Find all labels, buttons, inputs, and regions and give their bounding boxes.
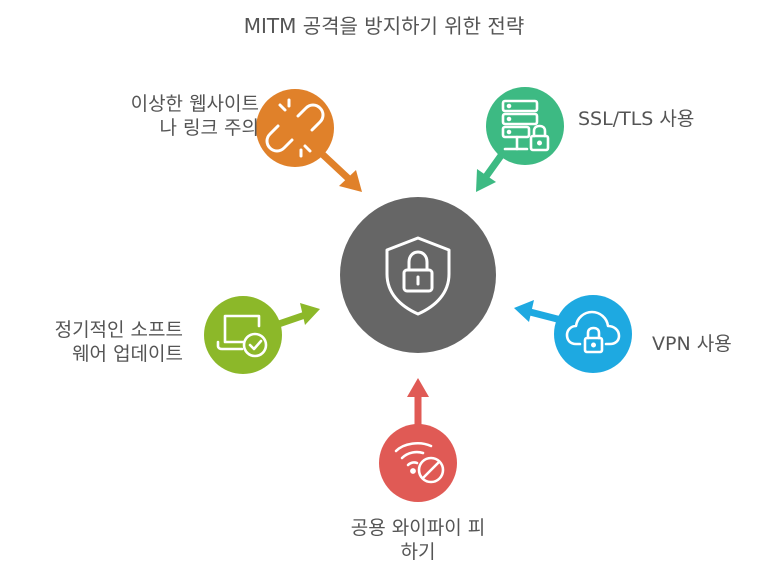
label-suspicious-links: 이상한 웹사이트 나 링크 주의 xyxy=(130,93,259,139)
shield-lock-icon xyxy=(385,236,451,316)
diagram-title: MITM 공격을 방지하기 위한 전략 xyxy=(243,14,525,38)
node-public-wifi xyxy=(379,424,457,502)
broken-link-icon xyxy=(265,98,325,158)
laptop-check-icon xyxy=(216,314,268,358)
center-node xyxy=(340,197,496,353)
node-ssl-tls xyxy=(486,87,564,165)
label-public-wifi: 공용 와이파이 피 하기 xyxy=(350,517,486,563)
arrow-suspicious-links xyxy=(316,148,362,192)
node-software-update xyxy=(204,296,282,374)
label-ssl-tls: SSL/TLS 사용 xyxy=(578,108,695,130)
cloud-lock-icon xyxy=(565,310,621,354)
arrow-public-wifi xyxy=(407,378,429,436)
node-suspicious-links xyxy=(256,89,334,167)
label-vpn: VPN 사용 xyxy=(652,333,732,355)
node-vpn xyxy=(554,295,632,373)
wifi-blocked-icon xyxy=(394,441,445,484)
label-software-update: 정기적인 소프트 웨어 업데이트 xyxy=(54,319,183,365)
secure-server-icon xyxy=(501,99,550,152)
